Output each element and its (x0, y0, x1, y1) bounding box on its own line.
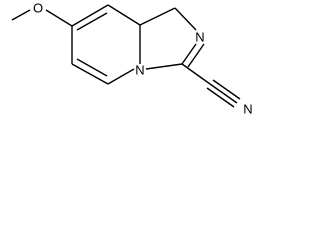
bond-c1-n2 (174, 7, 197, 31)
bond-n2-c3 (181, 43, 197, 65)
bond-c8a-c1 (139, 7, 176, 26)
atom-labels: O N N N (33, 1, 253, 117)
atom-label-bridgehead-nitrogen: N (135, 63, 144, 78)
bond-c7-c8-inner (76, 12, 108, 31)
bond-c5-c6-inner (76, 58, 108, 77)
bond-n2-c3-inner (187, 43, 205, 68)
bond-nitrile-triple-3 (212, 79, 241, 100)
bond-oxygen-ring (45, 9, 73, 27)
atom-label-nitrile-nitrogen: N (243, 102, 252, 117)
bond-c3-n4 (145, 63, 183, 70)
bond-c8-c8a (107, 4, 141, 26)
bond-lines (11, 4, 241, 108)
bond-n4-c5 (107, 68, 135, 85)
bond-nitrile-triple-2 (209, 83, 238, 104)
bond-c5-c6 (71, 63, 109, 85)
bond-c7-c8 (71, 4, 109, 27)
bond-c3-nitrile-carbon (181, 63, 211, 85)
atom-label-methoxy-oxygen: O (33, 1, 43, 16)
bond-methyl-oxygen (11, 9, 31, 21)
atom-label-imidazole-nitrogen: N (195, 30, 204, 45)
molecule-structure-diagram: O N N N (11, 1, 253, 117)
bond-nitrile-triple-1 (206, 87, 235, 108)
